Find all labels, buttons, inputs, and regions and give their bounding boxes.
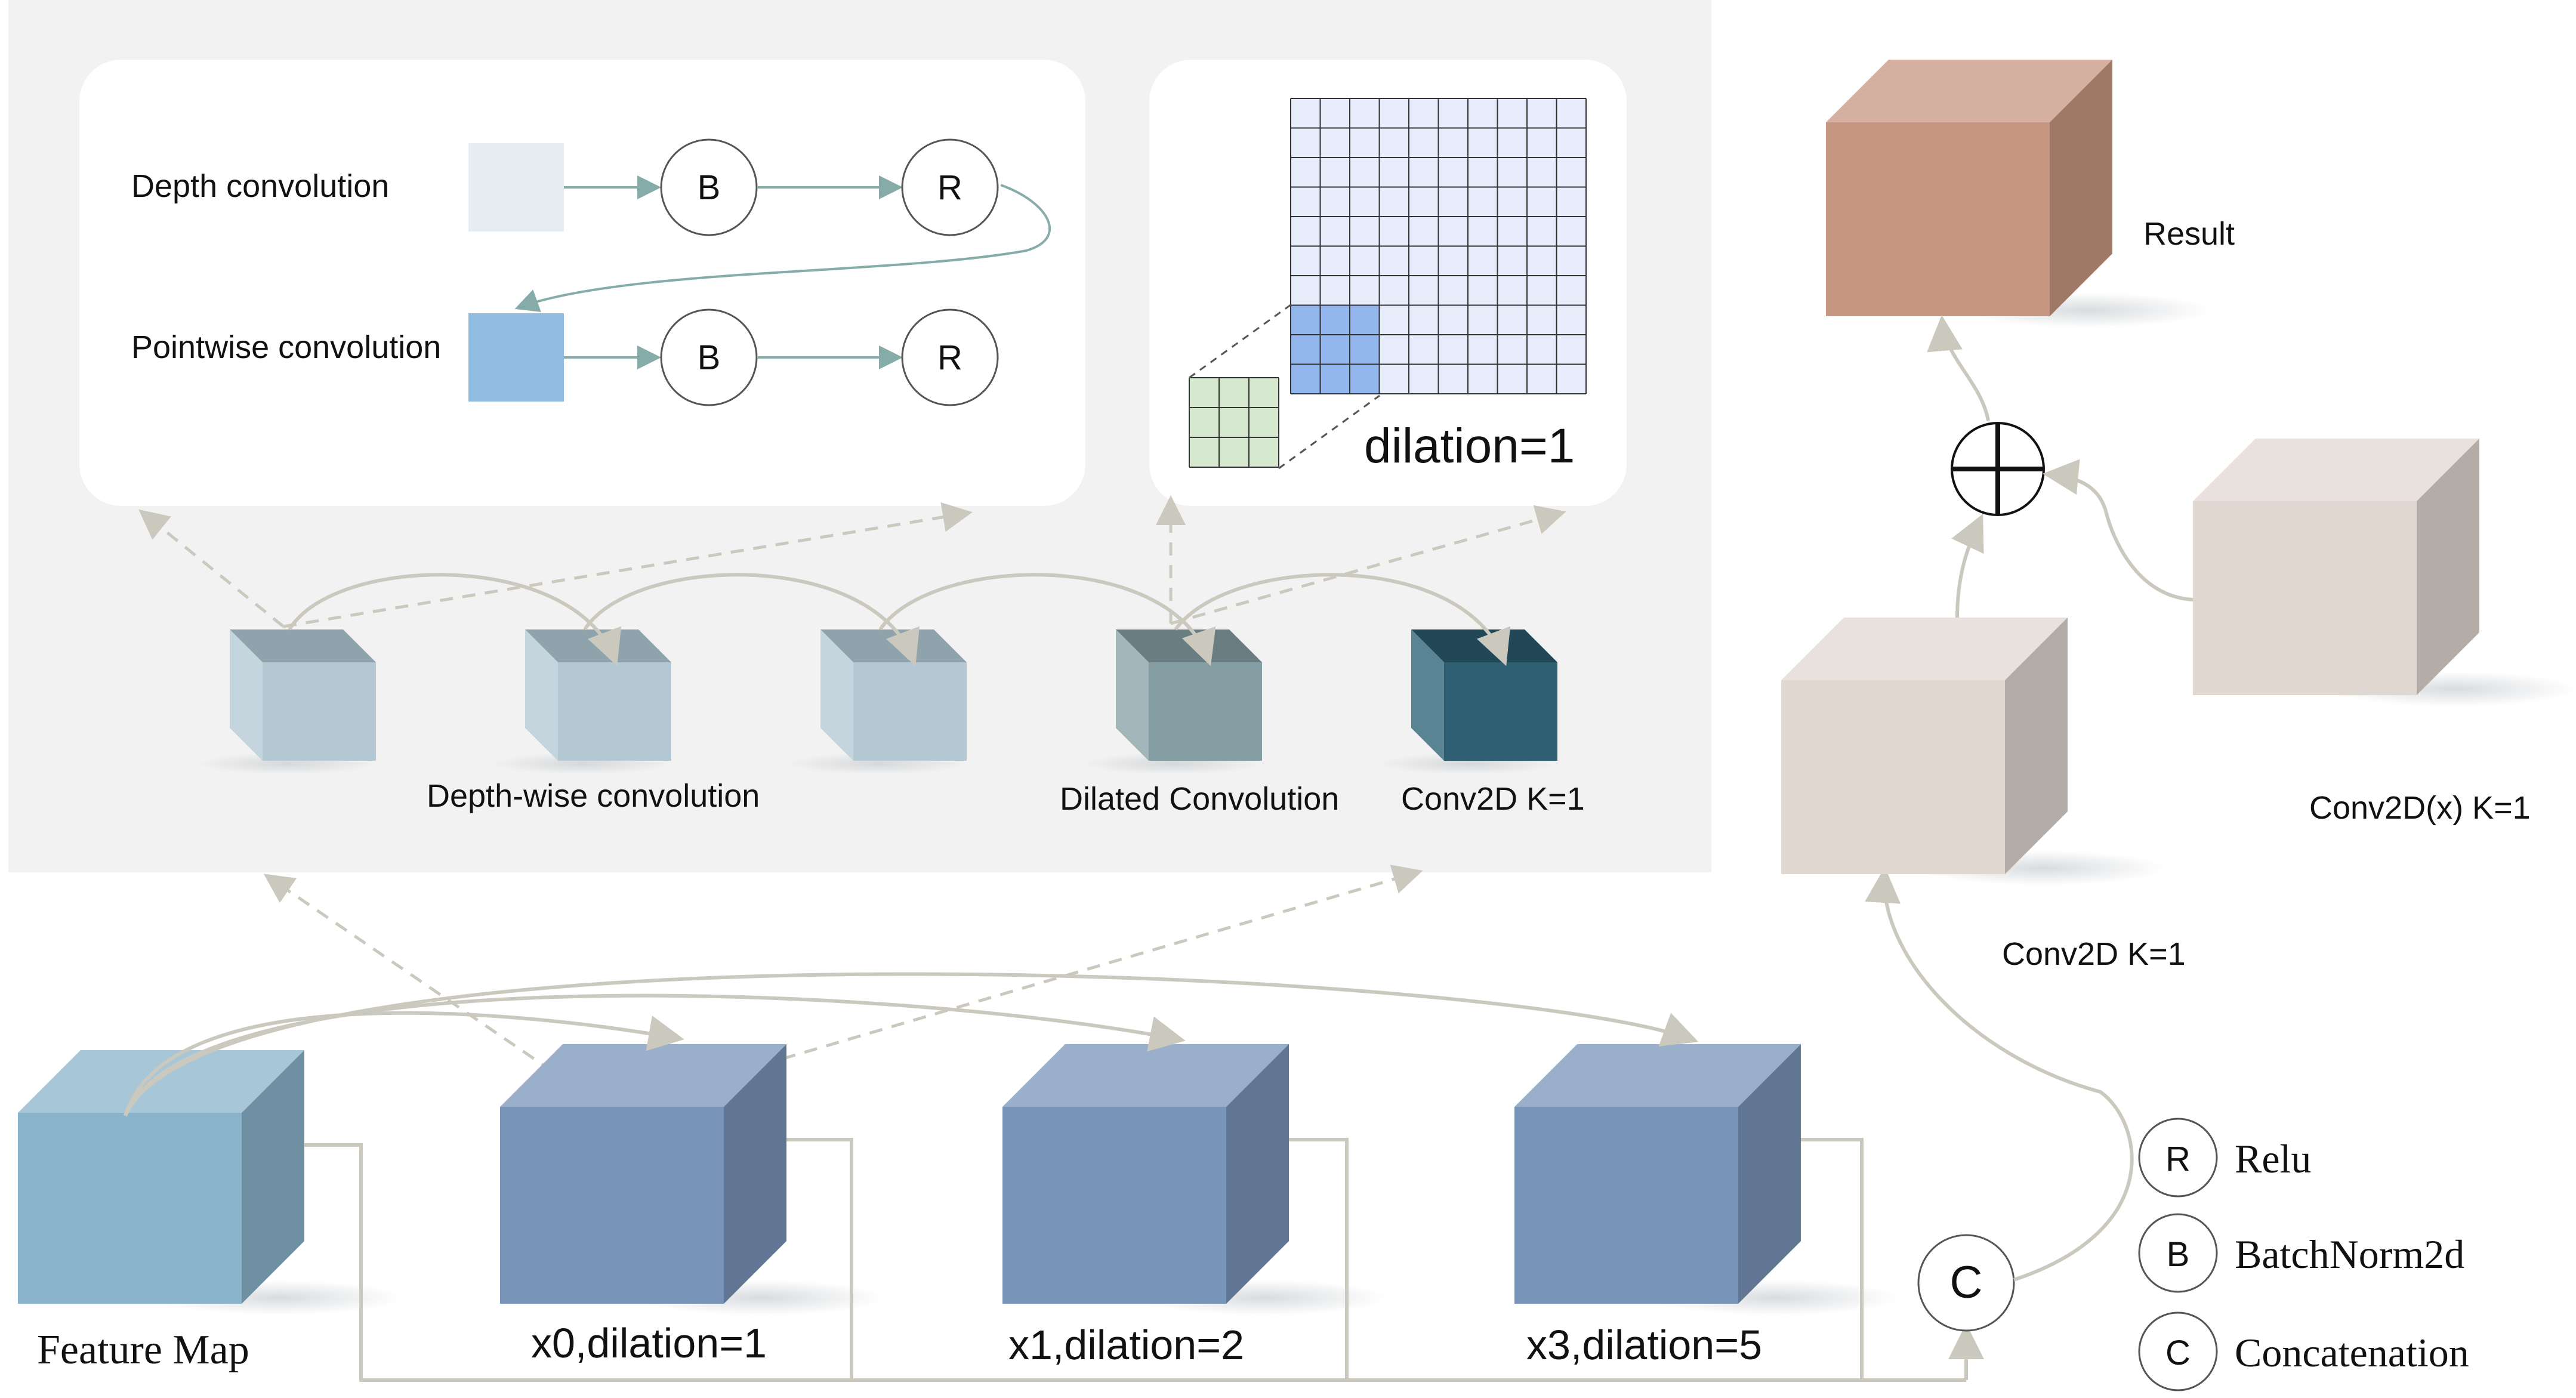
input-grid — [1290, 98, 1587, 394]
svg-text:B: B — [2167, 1235, 2190, 1274]
flow-line-x0 — [785, 1138, 853, 1380]
conv2d-k1-label-right: Conv2D K=1 — [2002, 936, 2186, 972]
curve-arrow-cube2-cube3 — [583, 573, 920, 666]
dashed-arrow-to-box1-left — [138, 509, 285, 628]
curve-arrow-concat-to-conv — [1865, 867, 2134, 1282]
svg-text:BatchNorm2d: BatchNorm2d — [2235, 1232, 2464, 1277]
flow-line-x3 — [1801, 1138, 1864, 1380]
concat-node: C — [1917, 1234, 2015, 1332]
x3-label: x3,dilation=5 — [1526, 1322, 1762, 1368]
curve-arrow-feature-x1 — [124, 993, 1186, 1117]
curve-arrow-cube1-cube2 — [288, 573, 621, 666]
legend-relu: R Relu — [2138, 1118, 2311, 1198]
arrow-conv-to-sum — [1951, 514, 1984, 618]
curve-arrow-feature-x3 — [124, 972, 1699, 1117]
conv2d-x-label: Conv2D(x) K=1 — [2309, 790, 2531, 826]
relu-node-bottom: R — [901, 308, 999, 406]
result-label: Result — [2143, 216, 2235, 252]
right-cubes — [1781, 60, 2576, 886]
svg-text:Relu: Relu — [2235, 1136, 2311, 1181]
curve-arrow-cube3-cube4 — [878, 573, 1216, 666]
svg-text:R: R — [937, 338, 962, 377]
depth-conv-square — [468, 143, 564, 232]
flow-line-feature — [301, 1143, 1966, 1382]
x3-cube — [1514, 1044, 1899, 1316]
legend: R Relu B BatchNorm2d C Concatenation — [2138, 1118, 2469, 1391]
depthwise-convolution-label: Depth-wise convolution — [427, 778, 760, 814]
svg-text:C: C — [1950, 1257, 1983, 1308]
result-cube — [1826, 60, 2211, 328]
depth-convolution-label: Depth convolution — [131, 168, 389, 204]
arrow-r-to-pointwise — [514, 184, 1051, 312]
conv2d-k1-cube-right — [1781, 618, 2166, 886]
flow-line-x1 — [1286, 1138, 1349, 1380]
depthwise-cube-1 — [197, 629, 376, 774]
batchnorm-node-top: B — [660, 138, 758, 236]
arrow-convx-to-sum — [2043, 459, 2194, 601]
small-cubes-row — [197, 629, 1557, 774]
legend-batchnorm: B BatchNorm2d — [2138, 1213, 2464, 1293]
svg-text:R: R — [2165, 1140, 2191, 1178]
dilation-label: dilation=1 — [1364, 419, 1575, 473]
pointwise-conv-square — [468, 313, 564, 402]
x0-label: x0,dilation=1 — [531, 1320, 767, 1366]
x1-label: x1,dilation=2 — [1008, 1322, 1244, 1368]
conv2d-x-cube — [2193, 439, 2576, 707]
x0-cube — [500, 1044, 885, 1316]
svg-text:R: R — [937, 168, 962, 207]
x1-cube — [1002, 1044, 1387, 1316]
arrow-sum-to-result — [1927, 315, 1990, 421]
feature-map-label: Feature Map — [37, 1327, 249, 1373]
svg-text:B: B — [698, 168, 721, 207]
batchnorm-node-bottom: B — [660, 308, 758, 406]
svg-text:Concatenation: Concatenation — [2235, 1330, 2469, 1375]
dashed-arrow-to-box1-right — [283, 502, 973, 628]
feature-map-cube — [18, 1050, 403, 1315]
kernel-grid — [1189, 377, 1279, 468]
curve-arrow-cube4-cube5 — [1174, 573, 1510, 666]
svg-text:C: C — [2165, 1334, 2191, 1372]
svg-text:B: B — [698, 338, 721, 377]
dilated-conv-cube — [1083, 629, 1262, 774]
relu-node-top: R — [901, 138, 999, 236]
dilated-convolution-label: Dilated Convolution — [1060, 781, 1339, 817]
pointwise-convolution-label: Pointwise convolution — [131, 329, 441, 365]
conv-detail-box — [79, 60, 1085, 506]
conv2d-k1-label-top: Conv2D K=1 — [1401, 781, 1585, 817]
depthwise-cube-3 — [788, 629, 967, 774]
sum-node — [1951, 422, 2045, 516]
legend-concatenation: C Concatenation — [2138, 1311, 2469, 1391]
conv2d-k1-cube — [1378, 629, 1557, 774]
large-cubes-row — [18, 1044, 1899, 1316]
